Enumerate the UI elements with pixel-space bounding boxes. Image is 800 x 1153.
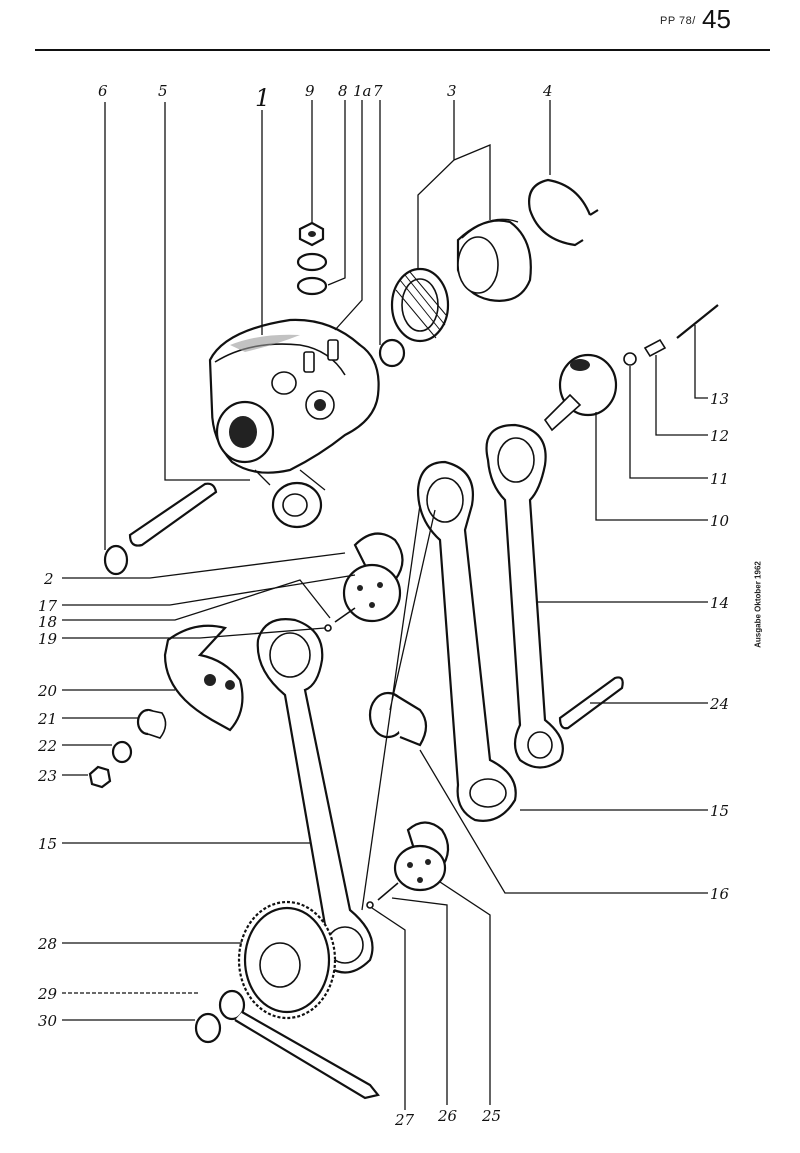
callout-17: 17 bbox=[38, 597, 58, 615]
callout-29: 29 bbox=[37, 985, 58, 1003]
callout-18: 18 bbox=[38, 613, 57, 631]
part-lever-29 bbox=[218, 989, 380, 1100]
part-circlip-4 bbox=[528, 178, 599, 247]
part-washer-22 bbox=[111, 740, 133, 764]
page-number: 45 bbox=[702, 4, 731, 34]
callout-1: 1 bbox=[255, 84, 270, 112]
part-screw-12 bbox=[643, 338, 667, 358]
callout-20: 20 bbox=[37, 682, 58, 700]
callout-15-right: 15 bbox=[710, 802, 729, 820]
callout-3: 3 bbox=[447, 82, 457, 100]
callout-15-left: 15 bbox=[38, 835, 57, 853]
callout-23: 23 bbox=[37, 767, 57, 785]
part-gear-28 bbox=[237, 900, 337, 1020]
callout-13: 13 bbox=[710, 390, 729, 408]
callout-19: 19 bbox=[38, 630, 58, 648]
part-eccentric-10 bbox=[543, 353, 618, 432]
callout-7: 7 bbox=[373, 82, 383, 100]
callout-24: 24 bbox=[709, 695, 729, 713]
callout-16: 16 bbox=[710, 885, 730, 903]
part-disc-25 bbox=[393, 821, 450, 892]
callout-9: 9 bbox=[305, 82, 315, 100]
header-rule bbox=[35, 49, 770, 51]
part-pin-26 bbox=[377, 882, 399, 901]
part-pin-5 bbox=[128, 482, 218, 547]
callout-27: 27 bbox=[394, 1111, 415, 1129]
callout-26: 26 bbox=[437, 1107, 458, 1125]
part-ring-6 bbox=[103, 544, 129, 576]
part-ring-27 bbox=[366, 901, 374, 909]
callout-11: 11 bbox=[710, 470, 729, 488]
document-reference: PP 78/ bbox=[660, 15, 696, 27]
part-pin-18 bbox=[334, 607, 356, 623]
part-washer-30 bbox=[194, 1012, 222, 1044]
callout-5: 5 bbox=[158, 82, 168, 100]
part-disc-2 bbox=[342, 532, 404, 623]
part-spring-11 bbox=[623, 352, 637, 366]
part-cam-20 bbox=[163, 624, 244, 732]
callout-22: 22 bbox=[37, 737, 57, 755]
callout-30: 30 bbox=[38, 1012, 58, 1030]
part-nut-9 bbox=[298, 221, 325, 247]
callout-1a: 1a bbox=[353, 82, 372, 100]
part-washers-8 bbox=[296, 252, 328, 296]
callout-25: 25 bbox=[481, 1107, 501, 1125]
callout-6: 6 bbox=[98, 82, 108, 100]
part-nut-23 bbox=[88, 765, 112, 789]
leader-lines bbox=[62, 100, 708, 1110]
part-rod-14 bbox=[485, 423, 564, 769]
part-housing-bearing bbox=[271, 481, 323, 529]
callout-21: 21 bbox=[37, 710, 57, 728]
part-ring-19 bbox=[324, 624, 332, 632]
callout-12: 12 bbox=[710, 427, 729, 445]
part-housing bbox=[208, 318, 380, 474]
callout-8: 8 bbox=[338, 82, 348, 100]
part-bushing-21 bbox=[136, 708, 167, 739]
part-sleeve-16 bbox=[368, 691, 428, 747]
part-rod-15-right bbox=[416, 460, 517, 822]
part-ring-7 bbox=[378, 338, 406, 368]
callout-28: 28 bbox=[37, 935, 57, 953]
callout-2: 2 bbox=[43, 570, 54, 588]
part-pin-13 bbox=[676, 304, 719, 339]
callout-10: 10 bbox=[710, 512, 730, 530]
part-bearing-3 bbox=[390, 218, 532, 343]
callout-4: 4 bbox=[542, 82, 553, 100]
callout-14: 14 bbox=[710, 594, 729, 612]
